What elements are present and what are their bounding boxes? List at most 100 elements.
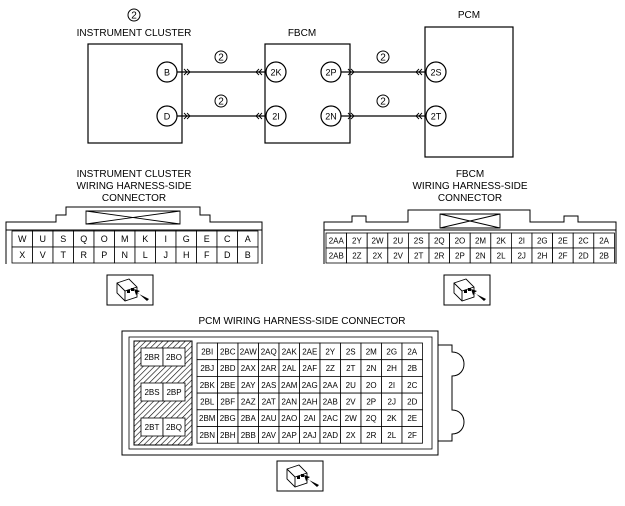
cluster-pin-label: D xyxy=(224,250,231,260)
wire-circled-number: 2 xyxy=(218,97,224,108)
pcm-pin-label: 2BJ xyxy=(200,364,214,373)
pcm-pin-label: 2L xyxy=(387,431,396,440)
pcm-pin-label: 2S xyxy=(346,347,356,356)
fbcm-pin-label: 2D xyxy=(578,252,588,261)
pcm-pin-label: 2AW xyxy=(240,347,257,356)
wire-circled-number: 2 xyxy=(380,97,386,108)
pcm-pin-label: 2B xyxy=(407,364,417,373)
pcm-pin-label: 2AX xyxy=(241,364,257,373)
pcm-pin-label: 2AE xyxy=(302,347,317,356)
pcm-pin-label: 2AN xyxy=(281,397,297,406)
pcm-pin-label: 2G xyxy=(386,347,397,356)
fbcm-pin-label: 2V xyxy=(393,252,403,261)
pcm-pin-label: 2AB xyxy=(323,397,338,406)
cluster-pin-label: B xyxy=(245,250,251,260)
fbcm-pin-2k-label: 2K xyxy=(270,68,281,78)
pcm-pin-label: 2BI xyxy=(201,347,213,356)
fbcm-pin-label: 2Q xyxy=(434,237,445,246)
cluster-pin-label: G xyxy=(183,234,190,244)
pcm-connector-title: PCM WIRING HARNESS-SIDE CONNECTOR xyxy=(198,316,405,327)
fbcm-pin-label: 2X xyxy=(373,252,383,261)
pcm-pin-label: 2Q xyxy=(366,414,377,423)
cluster-pin-label: I xyxy=(164,234,167,244)
cluster-pin-label: C xyxy=(224,234,231,244)
pcm-pin-label: 2AQ xyxy=(261,347,277,356)
cluster-connector-latch xyxy=(85,210,181,225)
pcm-pin-2s-label: 2S xyxy=(430,68,441,78)
pcm-side-pin-label: 2BR xyxy=(144,353,160,362)
fbcm-pin-label: 2AA xyxy=(329,237,345,246)
schematic: 2 INSTRUMENT CLUSTER B D FBCM 2K 2I 2P 2… xyxy=(77,8,514,158)
fbcm-pin-label: 2G xyxy=(537,237,548,246)
cluster-circled-number-text: 2 xyxy=(131,11,137,22)
fbcm-connector-title-line2: WIRING HARNESS-SIDE xyxy=(412,181,527,192)
pcm-pin-label: 2BF xyxy=(220,397,235,406)
cluster-connector-title-line1: INSTRUMENT CLUSTER xyxy=(77,169,192,180)
pcm-pin-label: 2BN xyxy=(199,431,215,440)
pcm-pin-label: 2AY xyxy=(241,381,256,390)
pcm-pin-label: 2AM xyxy=(281,381,298,390)
pcm-pin-label: 2BC xyxy=(220,347,236,356)
pcm-pin-label: 2F xyxy=(408,431,417,440)
cluster-pin-label: Q xyxy=(80,234,87,244)
fbcm-connector-title-line3: CONNECTOR xyxy=(438,193,502,204)
cluster-connector-housing xyxy=(5,206,263,264)
pcm-pin-label: 2BB xyxy=(241,431,256,440)
pcm-pin-label: 2N xyxy=(366,364,376,373)
pcm-pin-label: 2BE xyxy=(220,381,235,390)
pcm-pin-label: 2AT xyxy=(262,397,276,406)
cluster-pin-b-label: B xyxy=(164,68,170,78)
pcm-pin-label: 2AJ xyxy=(303,431,317,440)
fbcm-pin-label: 2R xyxy=(434,252,444,261)
fbcm-connector-view-icon xyxy=(443,274,491,306)
wire-cluster-b-fbcm-2k: 2 xyxy=(177,50,266,76)
fbcm-pin-label: 2N xyxy=(475,252,485,261)
cluster-pin-label: J xyxy=(164,250,169,260)
pcm-pin-label: 2W xyxy=(345,414,357,423)
cluster-connector-view-icon xyxy=(106,274,154,306)
cluster-pin-label: H xyxy=(183,250,190,260)
pcm-pin-label: 2U xyxy=(346,381,356,390)
pcm-pin-label: 2Y xyxy=(325,347,335,356)
wire-circled-number: 2 xyxy=(380,53,386,64)
pcm-pin-label: 2AH xyxy=(302,397,318,406)
pcm-pin-label: 2J xyxy=(388,397,396,406)
cluster-connector-title-line3: CONNECTOR xyxy=(102,193,166,204)
cluster-pin-label: T xyxy=(61,250,67,260)
pcm-pin-label: 2AD xyxy=(322,431,338,440)
pcm-side-pin-cell xyxy=(162,417,186,437)
pcm-pin-label: 2AC xyxy=(322,414,338,423)
pcm-pin-label: 2AA xyxy=(323,381,339,390)
cluster-circled-number xyxy=(127,8,141,22)
pcm-pin-label: 2AG xyxy=(302,381,318,390)
pcm-pin-label: 2P xyxy=(366,397,376,406)
fbcm-pin-label: 2M xyxy=(475,237,486,246)
cluster-pin-label: F xyxy=(204,250,210,260)
pcm-title: PCM xyxy=(458,10,480,21)
pcm-pin-label: 2V xyxy=(346,397,356,406)
pcm-pin-label: 2AR xyxy=(261,364,277,373)
pcm-pin-label: 2K xyxy=(387,414,397,423)
pcm-pin-label: 2R xyxy=(366,431,376,440)
fbcm-pin-2i-label: 2I xyxy=(272,112,280,122)
pcm-pin-label: 2H xyxy=(387,364,397,373)
pcm-connector-side-latch xyxy=(438,344,465,442)
cluster-pin-label: X xyxy=(19,250,25,260)
cluster-connector: INSTRUMENT CLUSTER WIRING HARNESS-SIDE C… xyxy=(5,169,263,264)
fbcm-pin-label: 2E xyxy=(558,237,568,246)
pcm-side-pin-label: 2BP xyxy=(166,388,181,397)
fbcm-pin-label: 2A xyxy=(599,237,609,246)
fbcm-connector-housing xyxy=(323,209,617,264)
pcm-pin-label: 2AO xyxy=(281,414,297,423)
cluster-pin-label: U xyxy=(40,234,47,244)
fbcm-connector-title-line1: FBCM xyxy=(456,169,484,180)
wire-cluster-d-fbcm-2i: 2 xyxy=(177,94,266,120)
fbcm-connector-latch xyxy=(439,213,501,229)
pcm-side-pin-label: 2BQ xyxy=(166,423,182,432)
cluster-pin-label: M xyxy=(121,234,129,244)
